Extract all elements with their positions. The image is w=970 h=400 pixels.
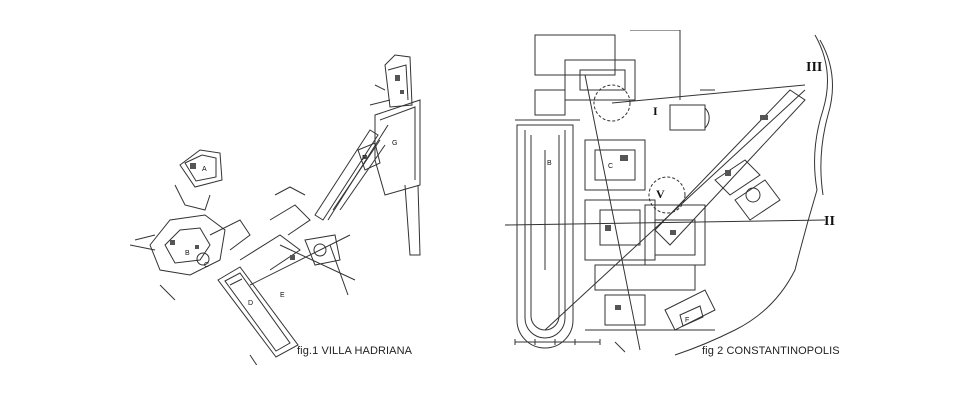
- axis-label-iii: III: [806, 60, 823, 75]
- figure-1-caption: fig.1 VILLA HADRIANA: [297, 345, 413, 357]
- label-e: E: [280, 292, 285, 299]
- label-f: F: [362, 155, 366, 162]
- label-b: B: [185, 250, 190, 257]
- label-d: D: [248, 300, 253, 307]
- label-f-2: F: [685, 317, 689, 324]
- label-g: G: [392, 140, 397, 147]
- constantinopolis-drawing: B C F: [505, 30, 833, 356]
- label-b-2: B: [547, 160, 552, 167]
- axis-label-i: I: [653, 104, 658, 118]
- villa-hadriana-plan: A B C D E F G: [130, 45, 430, 365]
- villa-hadriana-drawing: A B C D E F G: [130, 54, 421, 365]
- label-c: C: [204, 262, 209, 269]
- label-c-2: C: [608, 163, 613, 170]
- axis-label-ii: II: [824, 214, 835, 229]
- label-a: A: [202, 166, 207, 173]
- axis-label-v: V: [656, 187, 665, 201]
- constantinopolis-plan: B C F: [505, 30, 850, 360]
- figure-2-caption: fig 2 CONSTANTINOPOLIS: [702, 345, 840, 357]
